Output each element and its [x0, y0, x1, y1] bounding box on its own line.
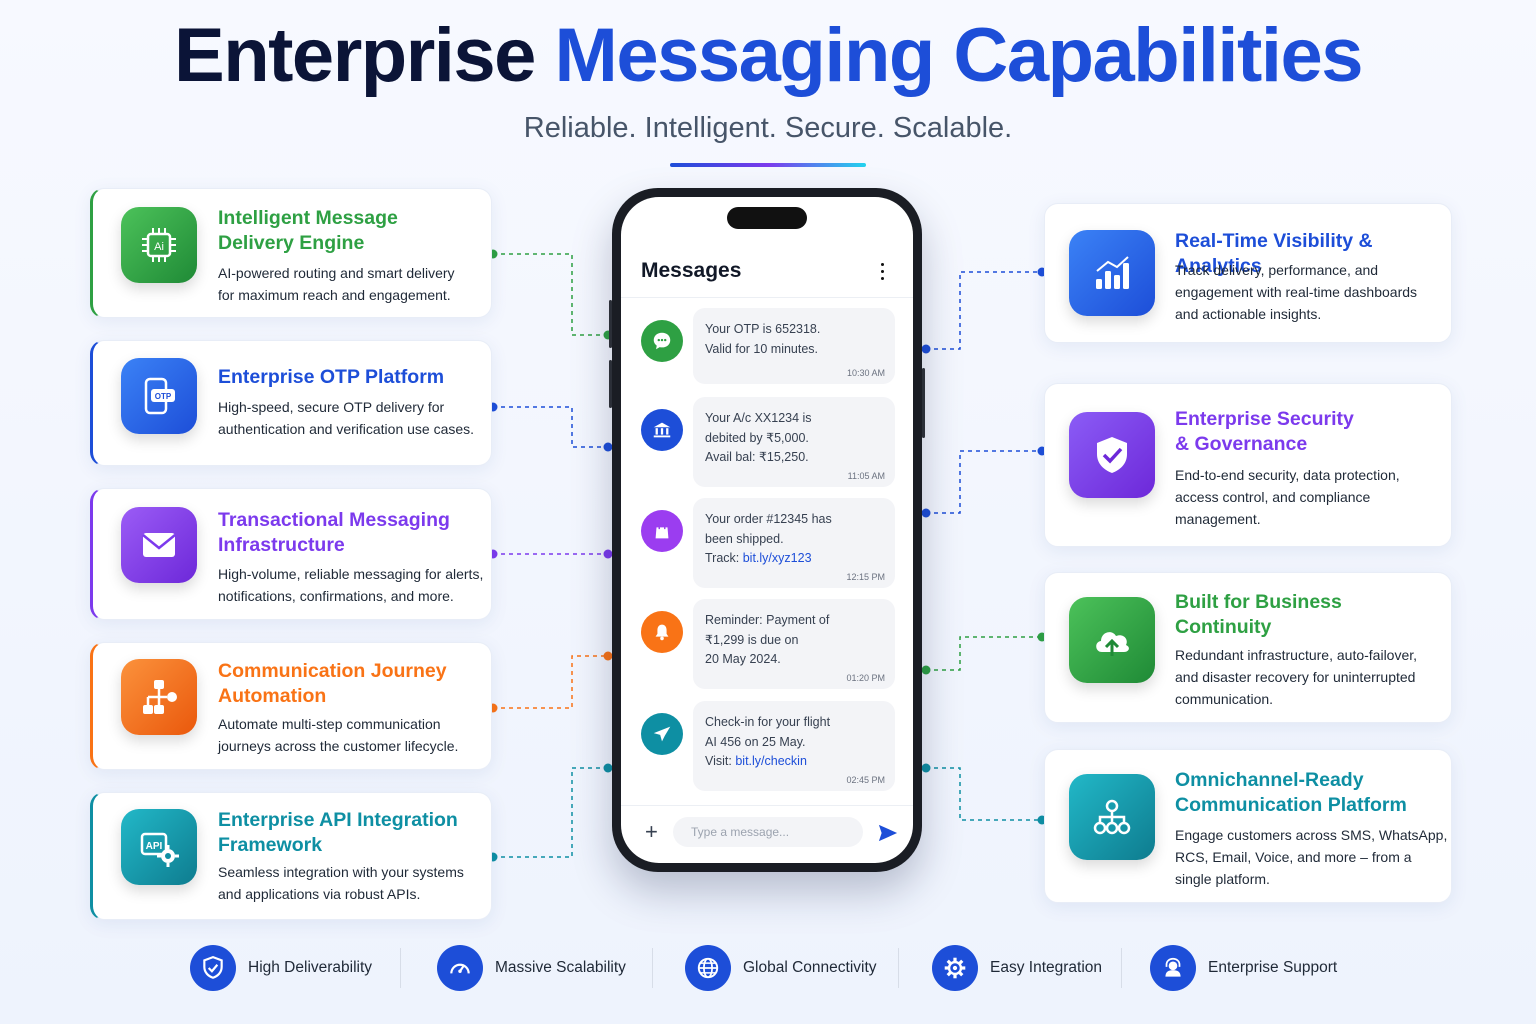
connector-left-5: [493, 767, 608, 858]
connector-right-1: [926, 271, 1042, 350]
envelope-icon: [121, 507, 197, 583]
message-input[interactable]: [673, 817, 863, 847]
message-time: 02:45 PM: [846, 775, 885, 785]
more-options-icon[interactable]: [879, 263, 885, 281]
bell-icon: [641, 611, 683, 653]
title-part-1: Enterprise: [174, 13, 536, 98]
phone-side-button: [609, 360, 612, 408]
card-realtime-analytics: Real-Time Visibility & Analytics Track d…: [1044, 203, 1452, 343]
connector-left-4: [493, 655, 608, 709]
svg-text:API: API: [146, 841, 163, 852]
network-icon: [1069, 774, 1155, 860]
connector-right-2: [926, 450, 1042, 514]
phone-side-button: [609, 300, 612, 348]
otp-phone-icon: OTP: [121, 358, 197, 434]
header-divider: [621, 297, 913, 298]
connector-left-2: [493, 406, 608, 448]
shield-check-icon: [190, 945, 236, 991]
send-icon[interactable]: [877, 823, 899, 843]
title-underline: [670, 162, 866, 167]
card-title: Enterprise Security& Governance: [1175, 408, 1354, 455]
page-subtitle: Reliable. Intelligent. Secure. Scalable.: [523, 111, 1013, 144]
card-security-governance: Enterprise Security& Governance End-to-e…: [1044, 383, 1452, 547]
composer-divider: [621, 805, 913, 806]
connector-left-1: [493, 253, 608, 336]
feature-divider: [898, 948, 899, 988]
phone-power-button: [922, 368, 925, 438]
shield-check-icon: [1069, 412, 1155, 498]
feature-global-connectivity: Global Connectivity: [685, 940, 877, 996]
headset-icon: [1150, 945, 1196, 991]
svg-text:OTP: OTP: [155, 392, 172, 401]
airplane-icon: [641, 713, 683, 755]
message-time: 12:15 PM: [846, 572, 885, 582]
phone-mockup: Messages Your OTP is 652318.Valid for 10…: [609, 188, 925, 872]
gear-icon: [932, 945, 978, 991]
connector-right-3: [926, 636, 1042, 671]
feature-massive-scalability: Massive Scalability: [437, 940, 626, 996]
tracking-link[interactable]: bit.ly/xyz123: [742, 551, 812, 565]
card-otp-platform: OTP Enterprise OTP Platform High-speed, …: [90, 340, 492, 466]
connector-right-4: [926, 767, 1042, 821]
add-attachment-icon[interactable]: +: [645, 819, 658, 844]
checkin-link[interactable]: bit.ly/checkin: [735, 754, 807, 768]
bank-icon: [641, 409, 683, 451]
shopping-bag-icon: [641, 510, 683, 552]
feature-divider: [652, 948, 653, 988]
feature-easy-integration: Easy Integration: [932, 940, 1102, 996]
card-description: End-to-end security, data protection,acc…: [1175, 467, 1400, 527]
speedometer-icon: [437, 945, 483, 991]
phone-notch: [727, 207, 807, 229]
bar-chart-icon: [1069, 230, 1155, 316]
card-description: Redundant infrastructure, auto-failover,…: [1175, 647, 1418, 707]
message-time: 11:05 AM: [847, 471, 885, 481]
phone-screen: Messages Your OTP is 652318.Valid for 10…: [621, 197, 913, 863]
feature-divider: [1121, 948, 1122, 988]
title-part-2: Messaging Capabilities: [554, 13, 1364, 98]
feature-high-deliverability: High Deliverability: [190, 940, 372, 996]
message-bubble[interactable]: Your OTP is 652318.Valid for 10 minutes.…: [693, 308, 895, 384]
page-title: Enterprise Messaging Capabilities: [0, 16, 1536, 96]
feature-divider: [400, 948, 401, 988]
message-time: 10:30 AM: [846, 368, 885, 378]
card-title: Real-Time Visibility & Analytics: [1175, 230, 1373, 277]
card-description: Engage customers across SMS, WhatsApp,RC…: [1175, 827, 1448, 887]
chat-bubble-icon: [641, 320, 683, 362]
feature-enterprise-support: Enterprise Support: [1150, 940, 1337, 996]
card-title: Enterprise OTP Platform: [218, 366, 445, 388]
message-time: 01:20 PM: [846, 673, 885, 683]
cloud-upload-icon: [1069, 597, 1155, 683]
header: Enterprise Messaging Capabilities Reliab…: [0, 16, 1536, 167]
workflow-icon: [121, 659, 197, 735]
messages-app-title: Messages: [641, 259, 742, 282]
globe-icon: [685, 945, 731, 991]
ai-chip-icon: Ai: [121, 207, 197, 283]
svg-text:Ai: Ai: [154, 241, 164, 253]
api-gear-icon: API: [121, 809, 197, 885]
feature-strip: High Deliverability Massive Scalability …: [0, 940, 1536, 996]
card-description: High-volume, reliable messaging for aler…: [218, 566, 484, 604]
